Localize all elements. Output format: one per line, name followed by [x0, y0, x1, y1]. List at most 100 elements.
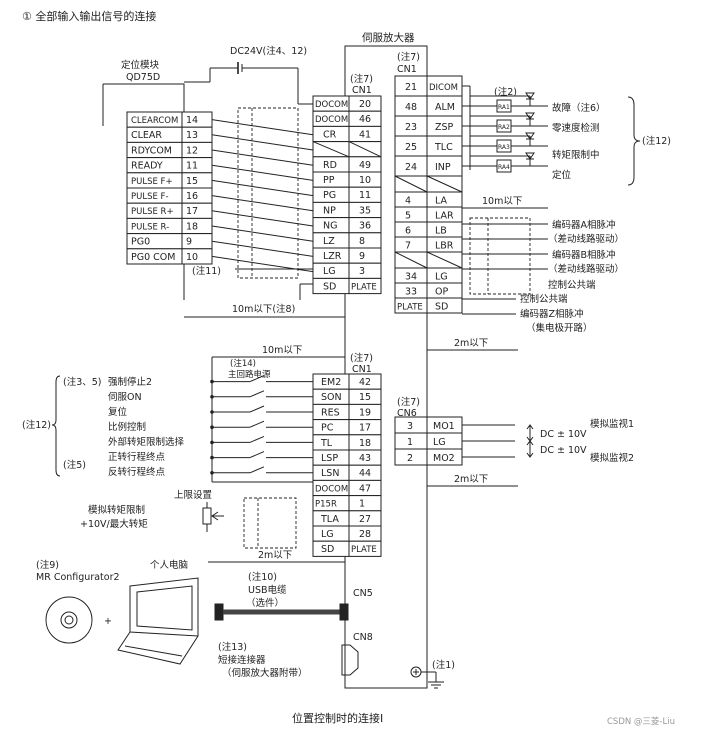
cn1c-num: 27 [359, 514, 371, 525]
short-name: 短接连接器 [218, 654, 266, 666]
cn1b-num: 33 [405, 287, 417, 298]
qd75-num: 11 [186, 161, 198, 172]
cn8: CN8 [353, 632, 373, 643]
cn1b-label: LB [435, 226, 447, 237]
cn1c-num-cell [348, 540, 382, 557]
qd75-num: 15 [186, 176, 198, 187]
cn1a-label: LZ [323, 236, 335, 247]
monitor-wiring [462, 424, 534, 458]
cn1b-label-cell [426, 297, 463, 314]
dc2: DC ± 10V [540, 445, 587, 456]
qd75-num: 10 [186, 252, 198, 263]
qd75-label: READY [131, 161, 163, 172]
signal-wire [211, 240, 314, 257]
cn1a-num: 9 [359, 251, 365, 262]
encoder-label: 控制公共端 [548, 279, 596, 291]
junction-dot [210, 455, 214, 460]
cn1c-num: 15 [359, 392, 371, 403]
qd75-num-cell [181, 248, 213, 265]
cn1b-label: LBR [435, 241, 454, 252]
dist-2m-c: 2m以下 [208, 550, 345, 563]
mrconf: MR Configurator2 [36, 572, 120, 583]
note9: (注9) [36, 559, 59, 571]
cn1b-blank-slash [426, 251, 463, 269]
junction-dot [210, 471, 214, 475]
switch-contact [249, 405, 265, 413]
note12-right: (注12) [642, 135, 671, 147]
cn6-num: 1 [407, 437, 413, 448]
cn1a-blank-slash [312, 141, 350, 158]
laptop-icon [117, 577, 199, 665]
qd75-num: 12 [186, 145, 198, 156]
cn1b-label: OP [435, 287, 448, 298]
diagram-caption: 位置控制时的连接Ⅰ [292, 711, 383, 725]
cn1a-name: CN1 [352, 85, 372, 96]
cn1a-num: 3 [359, 266, 365, 277]
cn1c-label: LSP [321, 453, 338, 464]
monitor1: 模拟监视1 [590, 418, 634, 430]
switch-contact [249, 390, 265, 398]
switch-contact [249, 375, 265, 383]
cn1b-label: TLC [434, 142, 453, 153]
cn1b-label: ALM [435, 102, 455, 113]
cn1b-label: LG [435, 272, 448, 283]
dist-10m-top: 10m以下 [462, 196, 548, 209]
cn1b-num: 23 [405, 122, 417, 133]
qd75-label: CLEARCOM [131, 116, 178, 126]
svg-text:10m以下(注8): 10m以下(注8) [232, 303, 295, 315]
cn1b-label: ZSP [435, 122, 454, 133]
upper-set: 上限设置 [174, 490, 212, 501]
cn1a-label: NG [323, 221, 337, 232]
diode-icon [525, 132, 535, 140]
encoder-label: 控制公共端 [520, 293, 568, 305]
cn1b-blank-slash [426, 175, 463, 193]
dc24-battery [184, 62, 299, 104]
cn1b-label: INP [435, 162, 451, 173]
dc24-label: DC24V(注4、12) [230, 45, 307, 57]
qd75-num: 13 [186, 130, 198, 141]
cn1a-num: 20 [359, 99, 371, 110]
usb-cable: USB电缆 [248, 584, 287, 596]
cn1c-num: 42 [359, 377, 371, 388]
short-connector [341, 644, 359, 676]
qd75-num: 14 [186, 115, 198, 126]
cn1b-num: 4 [405, 196, 411, 207]
cn1b-blank-slash [394, 251, 428, 269]
cn1b-label: LA [435, 196, 448, 207]
brace-inputs [51, 375, 61, 477]
signal-wire [211, 149, 314, 166]
cn1c-label: RES [321, 407, 340, 418]
dist-2m-a: 2m以下 [427, 338, 518, 351]
switch-contact [249, 420, 265, 428]
note5: (注5) [63, 459, 86, 471]
note11: (注11) [192, 265, 221, 277]
cn1a-label: SD [323, 281, 336, 292]
junction-dot [210, 379, 214, 384]
cn1a-label: PP [323, 175, 335, 186]
input-label: 伺服ON [108, 391, 142, 403]
cn6-name: CN6 [397, 408, 417, 419]
header-title: ① 全部输入输出信号的连接 [22, 9, 156, 23]
signal-wire [211, 134, 314, 151]
encoder-label: （差动线路驱动） [548, 263, 624, 275]
qd75-num: 16 [186, 191, 198, 202]
encoder-label: 编码器B相脉冲 [552, 249, 616, 261]
note14: (注14) [230, 358, 256, 369]
encoder-label: （集电极开路） [526, 322, 593, 334]
cn1c-label: SD [321, 544, 334, 555]
dist-10m-note8: 10m以下(注8) [184, 303, 345, 318]
encoder-label: 编码器Z相脉冲 [520, 308, 584, 320]
servo-amplifier-body [344, 45, 428, 689]
cn1c-label: PC [321, 423, 334, 434]
input-label: 反转行程终点 [108, 466, 166, 478]
qd75-label: RDYCOM [131, 145, 172, 156]
note1: (注1) [432, 659, 455, 671]
svg-text:10m以下: 10m以下 [482, 196, 522, 207]
cn1a-label: CR [323, 129, 337, 140]
main-power: 主回路电源 [228, 369, 271, 380]
